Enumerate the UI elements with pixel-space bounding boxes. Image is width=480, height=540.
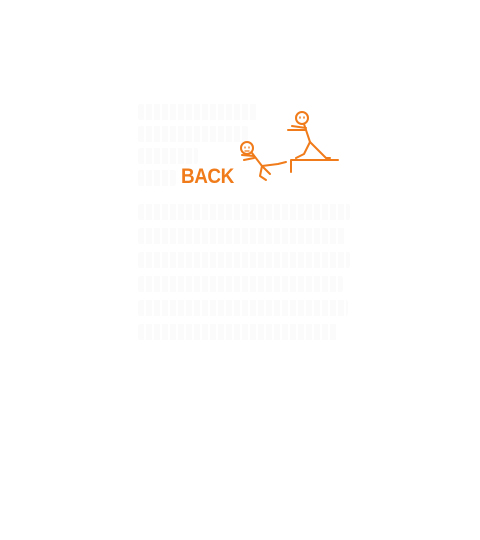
helper-torso	[303, 123, 311, 143]
faded-text-line	[138, 324, 338, 340]
climber-leg-2	[261, 165, 271, 175]
artwork: BACK	[136, 100, 354, 352]
climber-torso	[251, 152, 263, 167]
faded-text-line	[138, 228, 346, 244]
faded-text-line	[138, 148, 198, 164]
climber-head	[240, 141, 254, 155]
helper-back-leg	[309, 141, 331, 159]
helper-head	[295, 111, 309, 125]
faded-text-line	[138, 252, 350, 268]
faded-text-line	[138, 170, 176, 186]
faded-text-block	[136, 100, 354, 352]
climber-face	[244, 146, 250, 152]
back-word: BACK	[181, 165, 234, 188]
climber-leg	[259, 165, 267, 181]
helper-arm	[287, 125, 307, 131]
climber-arm	[241, 154, 255, 161]
helper-front-leg	[295, 141, 311, 159]
ledge-line	[290, 159, 339, 173]
helper-eye	[299, 116, 305, 119]
faded-text-line	[138, 126, 248, 142]
faded-text-line	[138, 204, 350, 220]
climber-reach-arm	[261, 161, 287, 167]
faded-text-line	[138, 300, 348, 316]
faded-text-line	[138, 104, 258, 120]
stick-figure-helping-another-up-a-step-icon	[240, 111, 339, 181]
faded-text-line	[138, 276, 343, 292]
